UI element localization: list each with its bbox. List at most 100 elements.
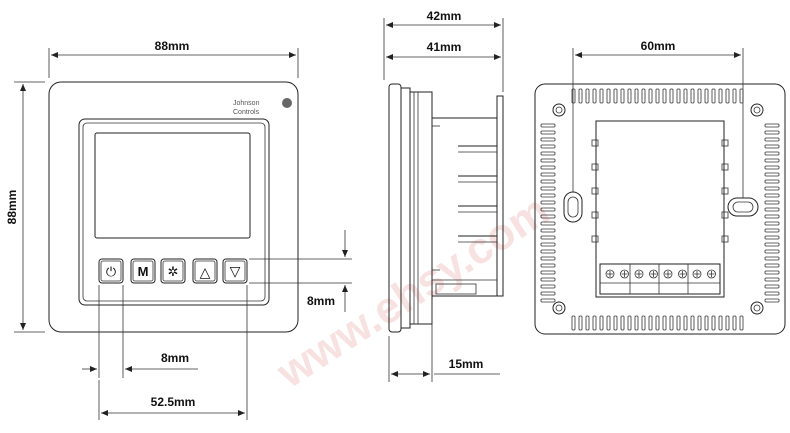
vent-slot [613, 315, 618, 331]
vent-slot [718, 88, 723, 104]
vent-slot [578, 315, 583, 331]
vent-slot [540, 193, 556, 198]
vent-slot [764, 172, 780, 177]
terminal-screw-slot [636, 271, 642, 277]
dim-button-height-label: 8mm [307, 294, 335, 308]
front-bezel-inner [82, 122, 266, 302]
vent-slot [540, 151, 556, 156]
vent-slot [655, 88, 660, 104]
dim-side-offset: 15mm [388, 300, 500, 382]
vent-slot [676, 88, 681, 104]
down-arrow-icon: ▽ [230, 263, 241, 279]
vent-slot [540, 214, 556, 219]
back-view: 60mm [534, 39, 786, 335]
vent-slot [540, 298, 556, 303]
terminal-screw [678, 269, 687, 279]
vent-slot [683, 88, 688, 104]
vent-slot [662, 315, 667, 331]
dim-side-body: 41mm [386, 40, 501, 60]
screw-bottom-right [750, 301, 764, 315]
vent-slot [732, 315, 737, 331]
dim-front-width-label: 88mm [155, 39, 190, 53]
vent-slot [697, 315, 702, 331]
vent-slot [662, 88, 667, 104]
front-plate [48, 81, 299, 333]
vent-slot [540, 291, 556, 296]
vent-slot [764, 228, 780, 233]
vent-slot [540, 158, 556, 163]
mode-button[interactable]: M [130, 258, 156, 284]
fan-button[interactable]: ✲ [160, 258, 186, 284]
vent-slot [540, 242, 556, 247]
vent-slot [540, 270, 556, 275]
vent-slot [764, 270, 780, 275]
terminal-screw-slot [694, 271, 700, 277]
vent-slot [725, 315, 730, 331]
dim-front-width: 88mm [48, 39, 299, 78]
vent-slot [711, 315, 716, 331]
vent-slot [683, 315, 688, 331]
back-module [595, 120, 725, 298]
vent-slot [540, 186, 556, 191]
vent-slot [764, 291, 780, 296]
vent-slot [764, 193, 780, 198]
vent-slot [764, 158, 780, 163]
down-button[interactable]: ▽ [222, 258, 248, 284]
terminal-screw-slot [679, 271, 686, 277]
terminal-block [599, 263, 721, 295]
vent-slot [739, 315, 744, 331]
vent-slot [764, 137, 780, 142]
vent-slot [571, 88, 576, 104]
terminal-screws [605, 264, 716, 294]
vent-slot [571, 315, 576, 331]
mount-slot-left [563, 191, 583, 223]
side-fins [432, 125, 497, 271]
vent-slot [585, 88, 590, 104]
dim-front-height-label: 88mm [5, 190, 19, 225]
vent-slot [669, 315, 674, 331]
vent-slot [540, 179, 556, 184]
terminal-screw [605, 269, 615, 279]
terminal-screw [692, 269, 702, 279]
vent-slot [606, 88, 611, 104]
terminal-screw [649, 269, 658, 279]
power-button[interactable]: ⏻ [98, 258, 124, 284]
terminal-screw-slot [607, 271, 613, 277]
dim-button-height: 8mm [249, 230, 352, 312]
side-back-plate [496, 95, 504, 297]
front-view: Johnson Controls ⏻ M ✲ [5, 39, 352, 420]
vent-slot [540, 137, 556, 142]
vent-slot [540, 200, 556, 205]
vent-slot [540, 165, 556, 170]
vent-slot [641, 88, 646, 104]
vent-slot [599, 315, 604, 331]
vent-slot [540, 235, 556, 240]
vent-slot [697, 88, 702, 104]
vent-slot [764, 242, 780, 247]
up-button[interactable]: △ [192, 258, 218, 284]
vent-slot [634, 315, 639, 331]
vent-slot [620, 88, 625, 104]
vent-slot [540, 228, 556, 233]
brand-logo: Johnson Controls [233, 98, 292, 116]
front-bezel [78, 118, 270, 306]
terminal-screw [707, 269, 716, 279]
vent-slot [540, 284, 556, 289]
vent-slot [764, 284, 780, 289]
vent-slot [606, 315, 611, 331]
brand-icon [282, 98, 292, 108]
up-arrow-icon: △ [200, 264, 211, 280]
screw-top-left [552, 103, 566, 117]
mode-icon: M [138, 264, 149, 279]
vent-slot [540, 256, 556, 261]
dim-button-width-label: 8mm [161, 351, 189, 365]
side-view: 42mm 41mm 15mm [383, 9, 504, 382]
vent-slot [540, 263, 556, 268]
terminal-screw [634, 269, 644, 279]
vent-slot [540, 144, 556, 149]
terminal-screw-slot [665, 271, 671, 277]
vent-slot [540, 172, 556, 177]
module-clips [591, 139, 729, 243]
vent-slot [764, 165, 780, 170]
vent-slot [764, 207, 780, 212]
